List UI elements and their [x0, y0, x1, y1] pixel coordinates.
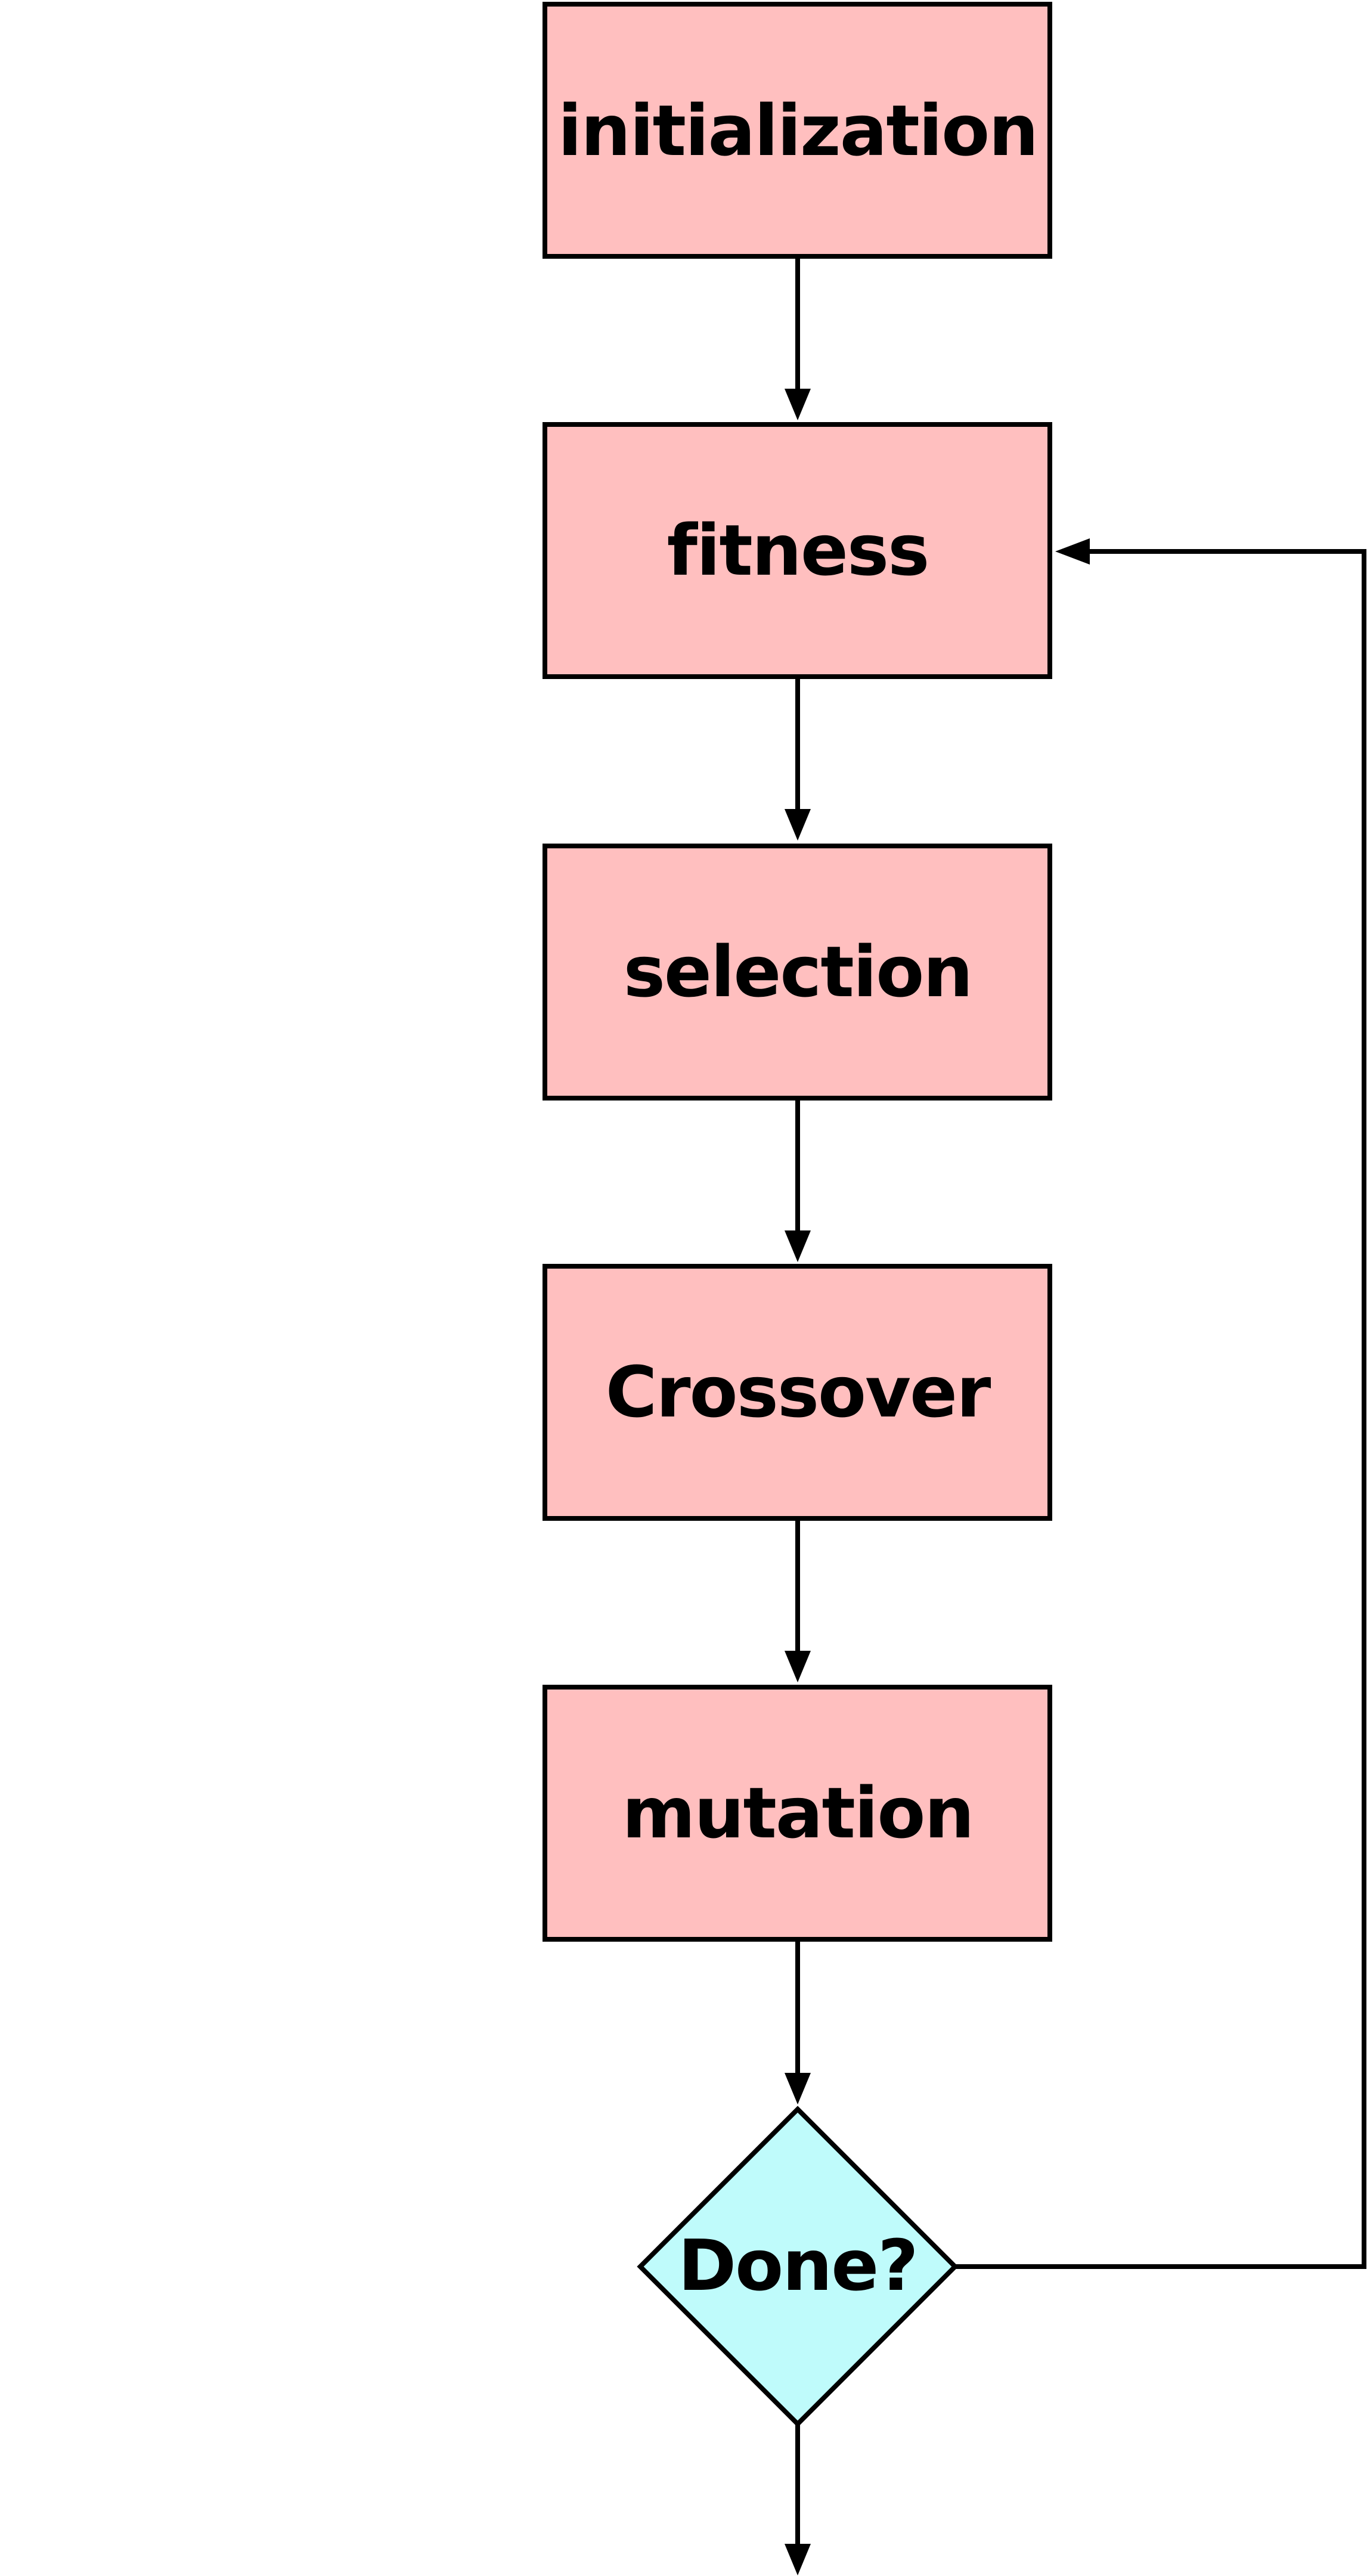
initialization-box: initialization: [543, 2, 1052, 259]
crossover-label: Crossover: [606, 1351, 991, 1433]
arrowhead-done: [785, 2073, 811, 2104]
arrowhead-selection: [785, 809, 811, 841]
arrowhead-crossover: [785, 1230, 811, 1262]
arrowhead-exit: [785, 2544, 811, 2575]
mutation-label: mutation: [622, 1772, 974, 1854]
edge-done-loop-to-fitness: [955, 549, 1366, 2269]
initialization-label: initialization: [558, 89, 1038, 172]
done-label: Done?: [678, 2224, 917, 2307]
arrowhead-loop-fitness: [1055, 538, 1090, 565]
fitness-box: fitness: [543, 422, 1052, 679]
arrowhead-mutation: [785, 1651, 811, 1682]
fitness-label: fitness: [667, 509, 929, 591]
crossover-box: Crossover: [543, 1264, 1052, 1521]
mutation-box: mutation: [543, 1685, 1052, 1942]
arrowhead-fitness: [785, 389, 811, 420]
selection-label: selection: [624, 931, 972, 1013]
connectors: [785, 256, 1366, 2575]
selection-box: selection: [543, 844, 1052, 1101]
done-decision-diamond: Done?: [637, 2106, 959, 2428]
